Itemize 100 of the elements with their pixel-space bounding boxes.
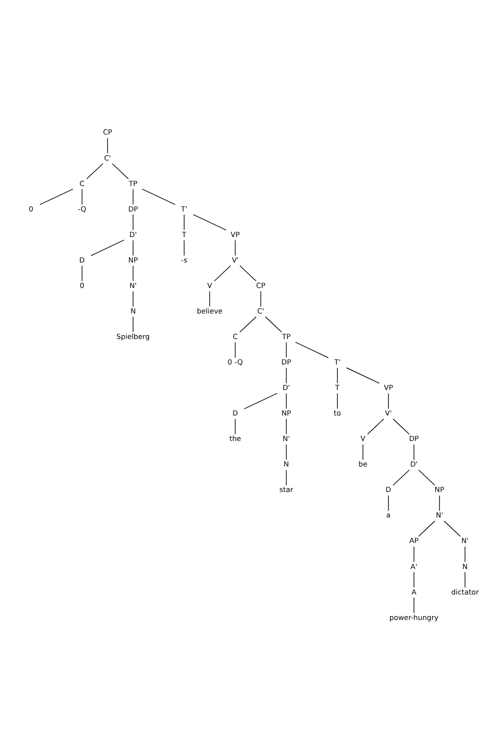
node-text: DP <box>280 357 291 366</box>
connector <box>234 239 236 256</box>
connector <box>243 392 278 409</box>
connector <box>413 546 414 562</box>
connector <box>214 264 230 281</box>
node-text: T' <box>180 204 187 213</box>
node-text: D <box>232 408 238 418</box>
connector <box>418 469 435 486</box>
node-text: TP <box>128 178 137 188</box>
connector <box>183 239 184 256</box>
node-text: V <box>360 434 365 443</box>
connector <box>234 418 236 434</box>
node-text: 0 <box>28 204 33 213</box>
connector <box>336 392 338 409</box>
node-text: be <box>358 459 367 468</box>
connector <box>260 290 261 306</box>
node-text: D' <box>128 229 136 238</box>
connector <box>86 162 103 179</box>
node-text: N <box>130 306 136 315</box>
connector <box>264 316 282 332</box>
node-text: -Q <box>77 204 86 213</box>
connector <box>132 316 133 332</box>
connector <box>106 137 108 154</box>
node-text: DP <box>128 204 138 213</box>
node-text: a <box>386 510 390 520</box>
node-text: D' <box>282 382 290 392</box>
node-text: 0 <box>79 280 84 290</box>
node-text: N' <box>282 434 290 443</box>
connector <box>90 239 124 256</box>
node-text: the <box>228 434 241 443</box>
connector <box>111 162 128 179</box>
node-text: T' <box>334 357 340 366</box>
node-text: N' <box>435 510 443 520</box>
node-text: C <box>79 178 84 188</box>
node-text: A' <box>410 561 417 570</box>
node-text: NP <box>128 254 138 264</box>
node-text: V' <box>231 254 238 264</box>
connector <box>392 469 410 486</box>
node-text: C' <box>256 306 264 315</box>
connector <box>183 214 184 230</box>
connector <box>208 290 210 306</box>
node-text: V' <box>384 408 392 418</box>
node-text: dictator <box>450 586 478 596</box>
node-text: AP <box>408 536 418 545</box>
connector <box>285 469 286 486</box>
connector <box>418 520 435 536</box>
connector <box>336 367 338 384</box>
node-text: D' <box>410 459 418 468</box>
node-text: T <box>334 382 340 392</box>
connector <box>239 264 256 281</box>
node-text: N <box>283 459 288 468</box>
connector <box>413 444 414 460</box>
connector <box>141 188 175 204</box>
node-text: T <box>182 229 186 238</box>
connector <box>438 494 440 511</box>
node-text: C' <box>104 152 111 162</box>
node-text: Spielberg <box>116 331 150 340</box>
connector <box>285 392 286 409</box>
connector <box>443 520 460 536</box>
connector <box>81 188 82 204</box>
node-text: CP <box>256 280 265 290</box>
node-text: D <box>78 254 84 264</box>
connector <box>366 418 384 434</box>
node-text: C <box>232 331 238 340</box>
connector <box>285 418 286 434</box>
connector <box>464 571 465 588</box>
connector <box>285 444 286 460</box>
node-text: 0 -Q <box>227 357 242 366</box>
node-text: VP <box>383 382 392 392</box>
connector <box>234 341 236 358</box>
node-text: power-hungry <box>388 612 438 622</box>
connector <box>285 341 286 358</box>
node-text: star <box>278 484 293 494</box>
node-text: VP <box>230 229 240 238</box>
connector <box>294 341 328 358</box>
node-text: A <box>411 586 416 596</box>
node-text: to <box>333 408 340 418</box>
connector <box>132 264 133 281</box>
node-text: NP <box>281 408 291 418</box>
connector <box>192 214 226 230</box>
connector <box>413 571 414 588</box>
connector <box>413 596 414 613</box>
node-text: NP <box>434 484 444 494</box>
node-text: D <box>385 484 391 494</box>
node-text: TP <box>282 331 290 340</box>
node-text: V <box>206 280 212 290</box>
connector <box>132 188 133 204</box>
connector <box>81 264 82 281</box>
node-text: N' <box>460 536 468 545</box>
connector <box>285 367 286 384</box>
node-text: -s <box>180 254 187 264</box>
connector <box>132 239 133 256</box>
connector <box>464 546 465 562</box>
node-text: N <box>462 561 468 570</box>
node-text: believe <box>196 306 222 315</box>
connector <box>346 366 380 384</box>
connector <box>132 214 133 230</box>
node-text: N' <box>128 280 136 290</box>
connector <box>39 188 73 204</box>
node-text: CP <box>102 127 112 136</box>
